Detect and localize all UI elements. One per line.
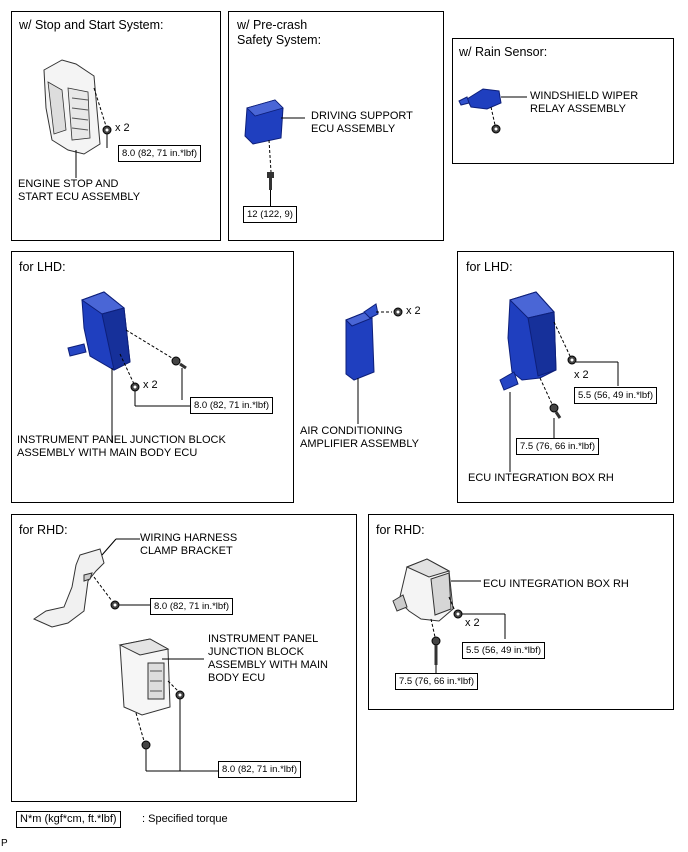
panel-title: for RHD: — [376, 523, 425, 537]
torque-spec-bolt: 7.5 (76, 66 in.*lbf) — [516, 438, 599, 455]
panel-title: for RHD: — [19, 523, 68, 537]
engine-stop-start-ecu-illustration — [43, 59, 112, 178]
panel-rhd-instrument-panel-jb: for RHD: WIRING HARNESS CLAMP BRACKET 8.… — [11, 514, 357, 802]
windshield-wiper-relay-illustration — [458, 88, 527, 134]
torque-spec-nut: 5.5 (56, 49 in.*lbf) — [574, 387, 657, 404]
part-label: WINDSHIELD WIPER RELAY ASSEMBLY — [530, 90, 639, 115]
torque-spec-bolt: 7.5 (76, 66 in.*lbf) — [395, 673, 478, 690]
corner-mark: P — [1, 838, 8, 849]
panel-title: w/ Pre-crash Safety System: — [237, 18, 322, 47]
torque-spec: 12 (122, 9) — [243, 206, 297, 223]
part-label: ECU INTEGRATION BOX RH — [468, 472, 614, 484]
torque-spec: 8.0 (82, 71 in.*lbf) — [118, 145, 201, 162]
driving-support-ecu-illustration — [244, 99, 305, 206]
panel-rhd-ecu-integration-box: for RHD: ECU INTEGRATION BOX RH x 2 5.5 … — [368, 514, 674, 710]
part-label: ECU INTEGRATION BOX RH — [483, 578, 629, 590]
junction-block-label: INSTRUMENT PANEL JUNCTION BLOCK ASSEMBLY… — [208, 633, 329, 684]
part-label: ENGINE STOP AND START ECU ASSEMBLY — [18, 178, 141, 203]
quantity-label: x 2 — [574, 369, 589, 381]
panel-precrash-safety-system: w/ Pre-crash Safety System: DRIVING SUPP… — [228, 11, 444, 241]
panel-title: for LHD: — [19, 260, 66, 274]
torque-spec-bracket: 8.0 (82, 71 in.*lbf) — [150, 598, 233, 615]
panel-stop-start-system: w/ Stop and Start System: x 2 8.0 (82, 7… — [11, 11, 221, 241]
rhd-ecu-box-illustration — [392, 558, 506, 673]
panel-lhd-instrument-panel-jb: for LHD: x 2 8.0 (82, 71 in.*lbf) INSTRU… — [11, 251, 294, 503]
quantity-label: x 2 — [143, 379, 158, 391]
part-label: DRIVING SUPPORT ECU ASSEMBLY — [311, 110, 413, 135]
panel-rain-sensor: w/ Rain Sensor: WINDSHIELD WIPER RELAY A… — [452, 38, 674, 164]
panel-lhd-ecu-integration-box: for LHD: x 2 5.5 (56, 49 in.*lbf) 7.5 (7… — [457, 251, 674, 503]
panel-title: w/ Stop and Start System: — [19, 18, 164, 32]
quantity-label: x 2 — [115, 122, 130, 134]
panel-title: w/ Rain Sensor: — [459, 45, 548, 59]
legend-description: : Specified torque — [142, 813, 228, 825]
part-label: INSTRUMENT PANEL JUNCTION BLOCK ASSEMBLY… — [17, 434, 226, 459]
rhd-ipjb-illustration — [32, 538, 218, 772]
ecu-integration-box-illustration — [499, 291, 619, 472]
quantity-label: x 2 — [465, 617, 480, 629]
torque-spec-nut: 5.5 (56, 49 in.*lbf) — [462, 642, 545, 659]
instrument-panel-jb-illustration — [67, 291, 190, 442]
ac-amplifier-quantity: x 2 — [406, 305, 421, 317]
torque-spec-block: 8.0 (82, 71 in.*lbf) — [218, 761, 301, 778]
torque-spec: 8.0 (82, 71 in.*lbf) — [190, 397, 273, 414]
ac-amplifier-label: AIR CONDITIONING AMPLIFIER ASSEMBLY — [300, 425, 420, 450]
panel-title: for LHD: — [466, 260, 513, 274]
clamp-bracket-label: WIRING HARNESS CLAMP BRACKET — [140, 532, 238, 557]
legend-torque-unit: N*m (kgf*cm, ft.*lbf) — [16, 811, 121, 828]
